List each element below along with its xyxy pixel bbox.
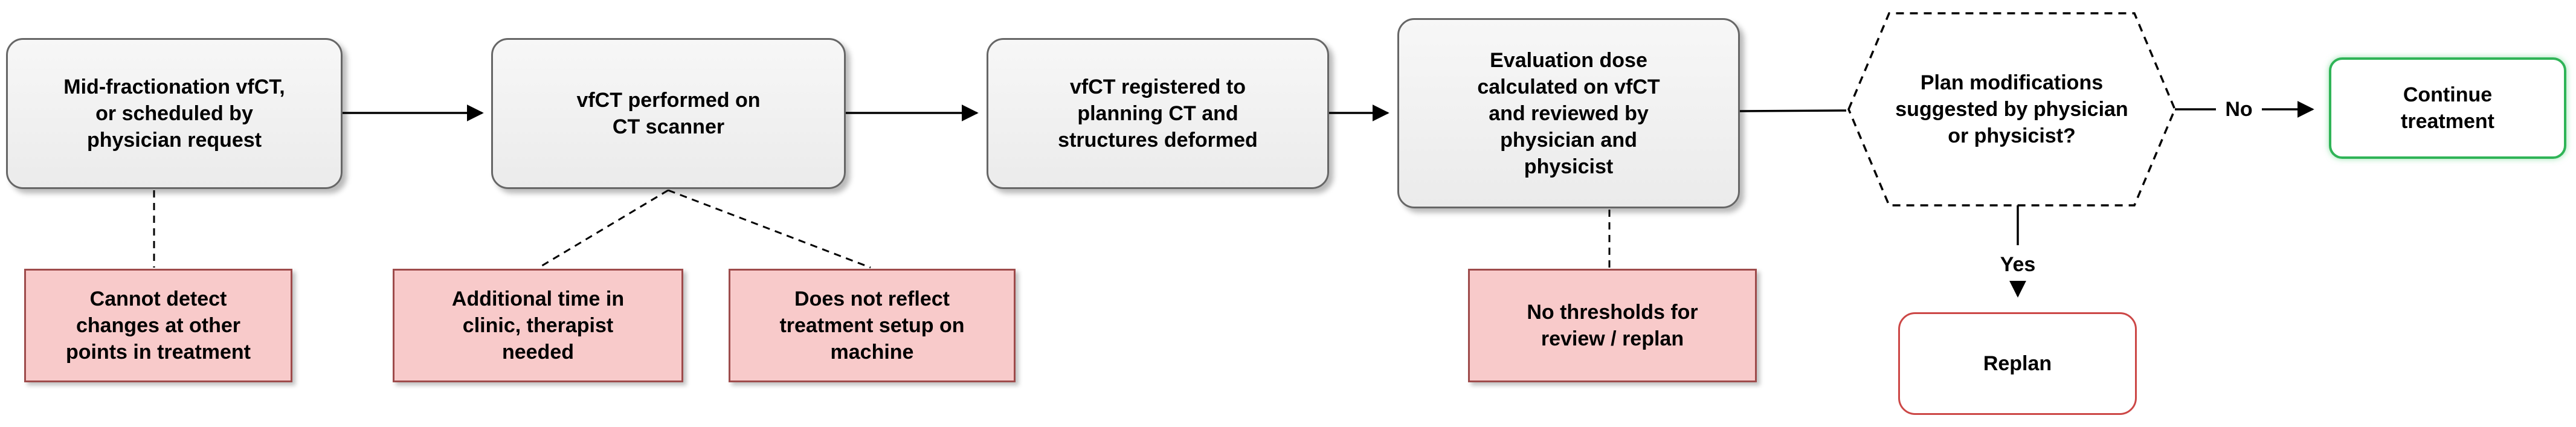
dashed-link-scan-drawback-left [538, 189, 669, 269]
drawback-no-thresholds: No thresholds for review / replan [1468, 269, 1757, 382]
drawback-additional-time: Additional time in clinic, therapist nee… [393, 269, 683, 382]
edge-label-no: No [2225, 98, 2253, 121]
drawback-cannot-detect: Cannot detect changes at other points in… [24, 269, 292, 382]
decision-hexagon [1847, 12, 2176, 207]
step-scan: vfCT performed on CT scanner [491, 38, 846, 189]
step-register: vfCT registered to planning CT and struc… [987, 38, 1329, 189]
outcome-replan: Replan [1898, 312, 2137, 415]
step-trigger: Mid-fractionation vfCT, or scheduled by … [6, 38, 343, 189]
drawback-setup-mismatch: Does not reflect treatment setup on mach… [729, 269, 1016, 382]
decision-plan-modifications: Plan modifications suggested by physicia… [1895, 71, 2128, 147]
step-evaluate: Evaluation dose calculated on vfCT and r… [1397, 18, 1740, 208]
edge-label-yes: Yes [2000, 253, 2036, 276]
outcome-continue-treatment: Continue treatment [2329, 57, 2566, 159]
dashed-link-scan-drawback-right [668, 189, 871, 269]
